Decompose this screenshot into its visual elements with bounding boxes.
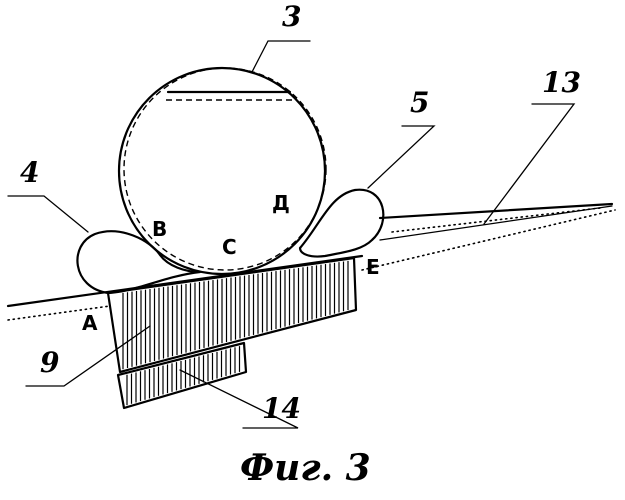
- point-E: E: [366, 255, 380, 279]
- label-pipe-3: 3: [282, 0, 301, 33]
- film-13: [380, 204, 612, 240]
- bag-5: [300, 190, 383, 257]
- label-film-13: 13: [542, 66, 581, 99]
- base-9: [108, 258, 356, 372]
- point-D: Д: [272, 191, 290, 215]
- point-C: C: [222, 235, 237, 259]
- label-plate-14: 14: [262, 392, 301, 425]
- bag-4: [77, 231, 200, 293]
- point-B: B: [152, 217, 167, 241]
- label-base-9: 9: [40, 346, 59, 379]
- label-bag-5: 5: [410, 86, 429, 119]
- figure-caption: Фиг. 3: [240, 447, 371, 489]
- label-bag-4: 4: [20, 156, 39, 189]
- point-A: A: [82, 311, 98, 335]
